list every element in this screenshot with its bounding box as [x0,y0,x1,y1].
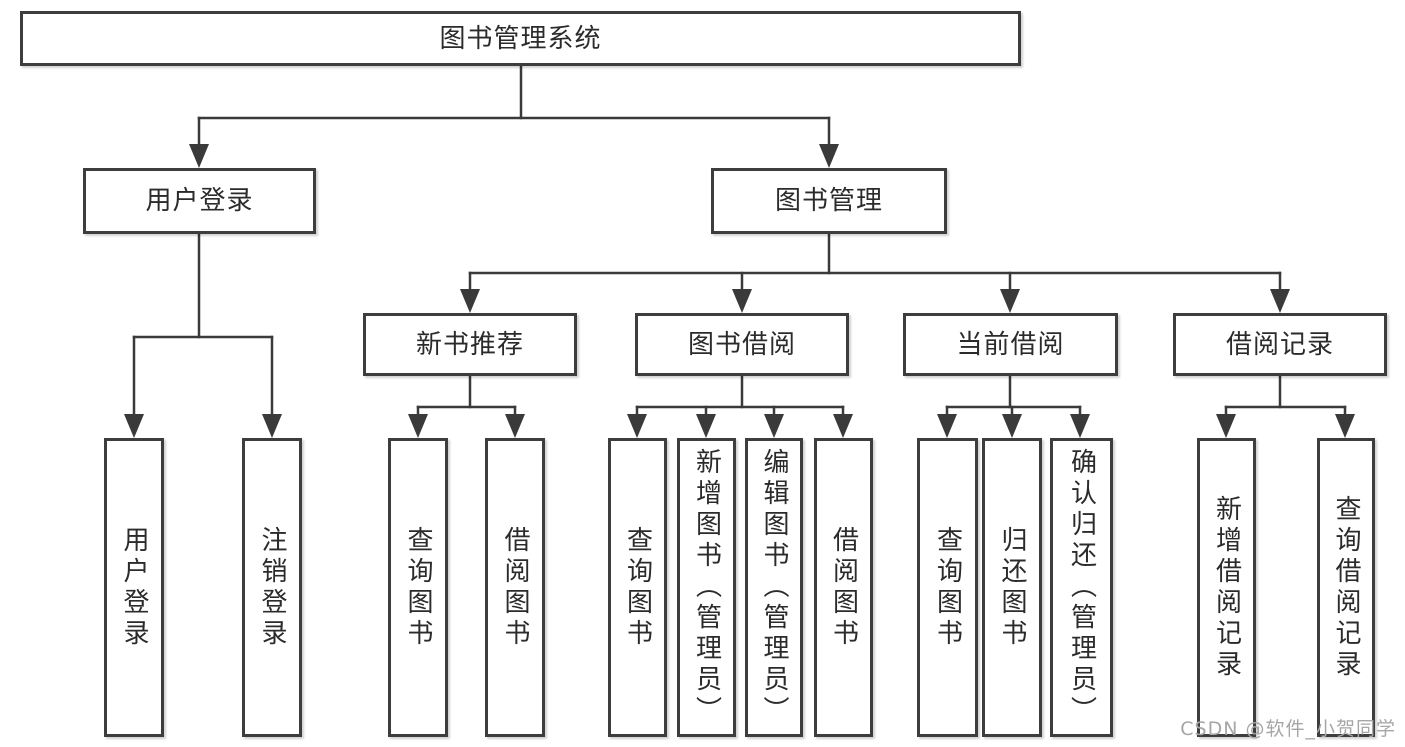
leaf-query-books-borrowing: 查询图书 [608,438,667,737]
leaf-borrow-books-borrowing: 借阅图书 [814,438,873,737]
leaf-return-book: 归还图书 [982,438,1042,737]
leaf-edit-book-admin: 编辑图书（管理员） [745,438,803,737]
leaf-add-book-admin: 新增图书（管理员） [677,438,736,737]
csdn-watermark: CSDN @软件_小贺同学 [1180,718,1396,740]
node-user-login: 用户登录 [83,168,316,234]
leaf-query-books-current: 查询图书 [917,438,978,737]
node-root: 图书管理系统 [20,11,1021,66]
leaf-logout-login: 注销登录 [242,438,302,737]
node-book-borrowing: 图书借阅 [635,313,849,376]
node-book-management: 图书管理 [711,168,947,234]
leaf-borrow-books-recommend: 借阅图书 [485,438,545,737]
leaf-add-borrow-record: 新增借阅记录 [1197,438,1256,737]
leaf-query-books-recommend: 查询图书 [388,438,448,737]
leaf-confirm-return-admin: 确认归还（管理员） [1050,438,1113,737]
node-borrowing-records: 借阅记录 [1173,313,1387,376]
leaf-query-borrow-record: 查询借阅记录 [1317,438,1375,737]
node-current-borrowing: 当前借阅 [903,313,1118,376]
node-new-book-recommendation: 新书推荐 [363,313,577,376]
leaf-user-login: 用户登录 [104,438,164,737]
